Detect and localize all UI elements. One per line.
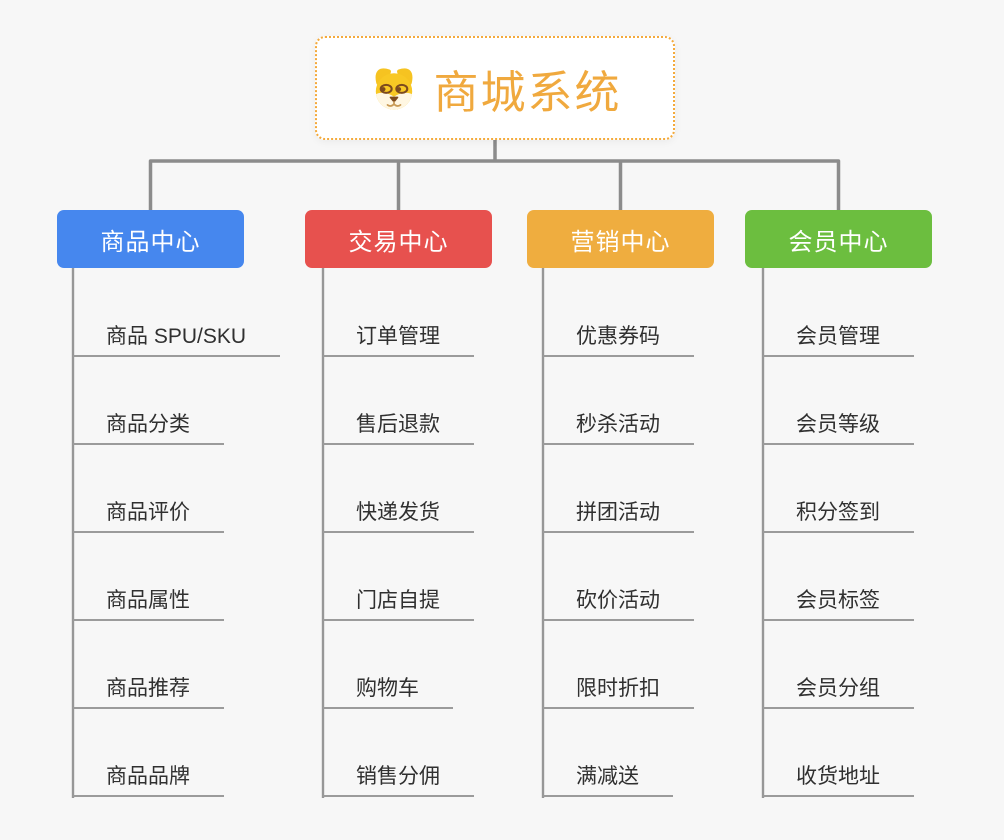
root-title: 商城系统 xyxy=(433,66,622,118)
dog-face-icon xyxy=(368,62,420,114)
leaf-node[interactable]: 收货地址 xyxy=(763,763,914,797)
leaf-node[interactable]: 售后退款 xyxy=(323,411,474,445)
leaf-node[interactable]: 砍价活动 xyxy=(543,587,694,621)
leaf-node[interactable]: 积分签到 xyxy=(763,499,914,533)
leaf-node[interactable]: 会员管理 xyxy=(763,323,914,357)
leaf-node[interactable]: 快递发货 xyxy=(323,499,474,533)
leaf-node[interactable]: 商品评价 xyxy=(73,499,224,533)
leaf-node[interactable]: 秒杀活动 xyxy=(543,411,694,445)
leaf-node[interactable]: 会员标签 xyxy=(763,587,914,621)
leaf-node[interactable]: 商品品牌 xyxy=(73,763,224,797)
leaf-node[interactable]: 会员等级 xyxy=(763,411,914,445)
branch-trade-center[interactable]: 交易中心 xyxy=(305,210,492,268)
leaf-node[interactable]: 销售分佣 xyxy=(323,763,474,797)
leaf-node[interactable]: 限时折扣 xyxy=(543,675,694,709)
branch-marketing-center[interactable]: 营销中心 xyxy=(527,210,714,268)
leaf-node[interactable]: 满减送 xyxy=(543,763,673,797)
branch-label: 会员中心 xyxy=(788,228,889,256)
leaf-node[interactable]: 商品分类 xyxy=(73,411,224,445)
leaf-node[interactable]: 拼团活动 xyxy=(543,499,694,533)
leaf-node[interactable]: 商品 SPU/SKU xyxy=(73,323,281,357)
branch-label: 营销中心 xyxy=(570,228,671,256)
leaf-node[interactable]: 优惠券码 xyxy=(543,323,694,357)
root-node[interactable]: 商城系统 xyxy=(315,36,675,140)
leaf-node[interactable]: 会员分组 xyxy=(763,675,914,709)
branch-product-center[interactable]: 商品中心 xyxy=(57,210,244,268)
branch-label: 商品中心 xyxy=(100,228,201,256)
leaf-node[interactable]: 商品属性 xyxy=(73,587,224,621)
leaf-node[interactable]: 订单管理 xyxy=(323,323,474,357)
leaf-node[interactable]: 购物车 xyxy=(323,675,453,709)
branch-member-center[interactable]: 会员中心 xyxy=(745,210,932,268)
leaf-node[interactable]: 门店自提 xyxy=(323,587,474,621)
leaf-node[interactable]: 商品推荐 xyxy=(73,675,224,709)
branch-label: 交易中心 xyxy=(348,228,449,256)
